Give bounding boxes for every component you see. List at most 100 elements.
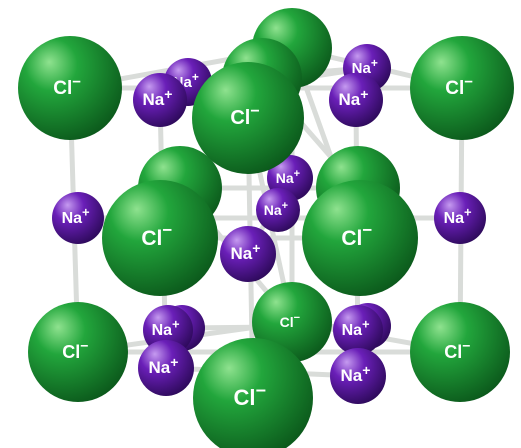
sodium-label: Na+ — [444, 205, 472, 227]
chloride-sphere — [410, 302, 510, 402]
element-symbol: Na — [276, 170, 294, 186]
ion-charge: − — [462, 337, 470, 353]
chloride-label: Cl− — [62, 337, 88, 361]
chloride-ion: Cl− — [193, 338, 313, 448]
sodium-sphere — [330, 348, 386, 404]
ion-charge: + — [192, 70, 199, 84]
sodium-ion: Na+ — [333, 305, 383, 355]
chloride-sphere — [410, 36, 514, 140]
ion-charge: + — [294, 168, 300, 180]
ion-charge: + — [371, 56, 378, 70]
element-symbol: Na — [148, 358, 170, 377]
element-symbol: Cl — [53, 78, 72, 99]
ion-charge: − — [464, 73, 473, 90]
sodium-label: Na+ — [62, 205, 90, 227]
sodium-label: Na+ — [340, 362, 370, 386]
element-symbol: Cl — [230, 107, 250, 129]
chloride-label: Cl− — [341, 221, 372, 249]
element-symbol: Cl — [233, 385, 255, 410]
chloride-label: Cl− — [444, 337, 470, 361]
sodium-ion: Na+ — [220, 226, 276, 282]
sodium-sphere — [220, 226, 276, 282]
sodium-sphere — [329, 73, 383, 127]
element-symbol: Cl — [341, 227, 362, 250]
chloride-label: Cl− — [141, 221, 172, 249]
chloride-ion: Cl− — [302, 180, 418, 296]
sodium-sphere — [434, 192, 486, 244]
sodium-ion: Na+ — [52, 192, 104, 244]
element-symbol: Cl — [445, 78, 464, 99]
ion-charge: − — [362, 221, 372, 240]
ion-charge: + — [172, 317, 180, 332]
sodium-label: Na+ — [276, 168, 300, 186]
ion-charge: + — [170, 354, 178, 370]
ion-charge: − — [294, 312, 300, 324]
element-symbol: Na — [338, 90, 360, 109]
chloride-sphere — [18, 36, 122, 140]
ion-charge: + — [360, 86, 368, 102]
ion-charge: − — [255, 380, 266, 400]
sodium-ion: Na+ — [138, 340, 194, 396]
element-symbol: Na — [62, 210, 83, 227]
sodium-label: Na+ — [142, 86, 172, 110]
element-symbol: Cl — [280, 314, 294, 330]
ion-charge: + — [82, 205, 90, 220]
sodium-sphere — [133, 73, 187, 127]
chloride-ion: Cl− — [102, 180, 218, 296]
element-symbol: Na — [142, 90, 164, 109]
element-symbol: Na — [230, 244, 252, 263]
chloride-label: Cl− — [53, 73, 81, 99]
sodium-sphere — [256, 188, 300, 232]
chloride-label: Cl− — [280, 312, 300, 330]
element-symbol: Na — [444, 210, 465, 227]
element-symbol: Na — [340, 366, 362, 385]
ion-charge: + — [362, 317, 370, 332]
chloride-ion: Cl− — [28, 302, 128, 402]
ion-charge: + — [164, 86, 172, 102]
chloride-label: Cl− — [230, 103, 259, 129]
chloride-label: Cl− — [445, 73, 473, 99]
ion-charge: + — [282, 200, 288, 212]
chloride-sphere — [192, 62, 304, 174]
chloride-ion: Cl− — [192, 62, 304, 174]
ion-spheres: Cl−Cl−Na+Na+Na+Na+Na+Na+Cl−Cl−Na+Na+Cl−N… — [18, 8, 514, 448]
element-symbol: Na — [342, 322, 363, 339]
chloride-ion: Cl− — [410, 302, 510, 402]
element-symbol: Na — [352, 60, 372, 77]
element-symbol: Na — [152, 322, 173, 339]
chloride-ion: Cl− — [18, 36, 122, 140]
sodium-label: Na+ — [152, 317, 180, 339]
ion-charge: − — [162, 221, 172, 240]
ion-charge: + — [252, 240, 260, 256]
sodium-label: Na+ — [352, 56, 378, 77]
sodium-ion: Na+ — [329, 73, 383, 127]
element-symbol: Cl — [444, 342, 462, 362]
chloride-sphere — [302, 180, 418, 296]
ion-charge: − — [80, 337, 88, 353]
ion-charge: + — [362, 362, 370, 378]
sodium-label: Na+ — [148, 354, 178, 378]
sodium-sphere — [333, 305, 383, 355]
sodium-sphere — [138, 340, 194, 396]
ion-charge: − — [72, 73, 81, 90]
sodium-ion: Na+ — [133, 73, 187, 127]
element-symbol: Cl — [141, 227, 162, 250]
sodium-label: Na+ — [342, 317, 370, 339]
chloride-label: Cl− — [233, 380, 266, 410]
sodium-ion: Na+ — [434, 192, 486, 244]
chloride-sphere — [28, 302, 128, 402]
ion-charge: + — [464, 205, 472, 220]
chloride-sphere — [102, 180, 218, 296]
element-symbol: Cl — [62, 342, 80, 362]
sodium-label: Na+ — [264, 200, 288, 218]
sodium-ion: Na+ — [256, 188, 300, 232]
sodium-sphere — [52, 192, 104, 244]
chloride-ion: Cl− — [410, 36, 514, 140]
sodium-ion: Na+ — [330, 348, 386, 404]
sodium-label: Na+ — [230, 240, 260, 264]
sodium-label: Na+ — [338, 86, 368, 110]
chloride-sphere — [193, 338, 313, 448]
element-symbol: Na — [264, 202, 282, 218]
ion-charge: − — [250, 103, 259, 120]
